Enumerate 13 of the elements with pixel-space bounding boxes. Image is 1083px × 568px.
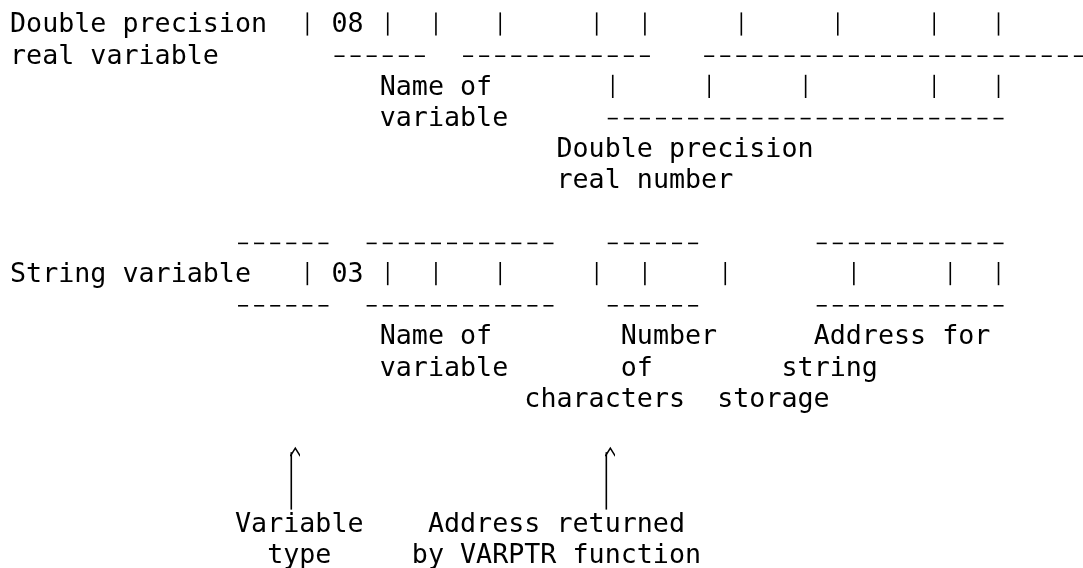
field-caption: Address for string storage — [717, 319, 992, 413]
field-caption: Number of characters — [524, 319, 719, 413]
field-caption: Name of variable — [379, 69, 510, 133]
cell-value: 08 — [331, 7, 365, 39]
callout-text: Variable type — [235, 506, 365, 568]
row-label: Double precision real variable — [10, 7, 269, 70]
row-label: String variable — [10, 257, 252, 289]
field-caption: Double precision real number — [556, 132, 815, 195]
callout-text: Address returned by VARPTR function — [411, 506, 703, 568]
cell-value: 03 — [331, 257, 365, 289]
arrow — [604, 447, 617, 511]
arrow — [289, 447, 302, 511]
field-caption: Name of variable — [379, 319, 510, 382]
